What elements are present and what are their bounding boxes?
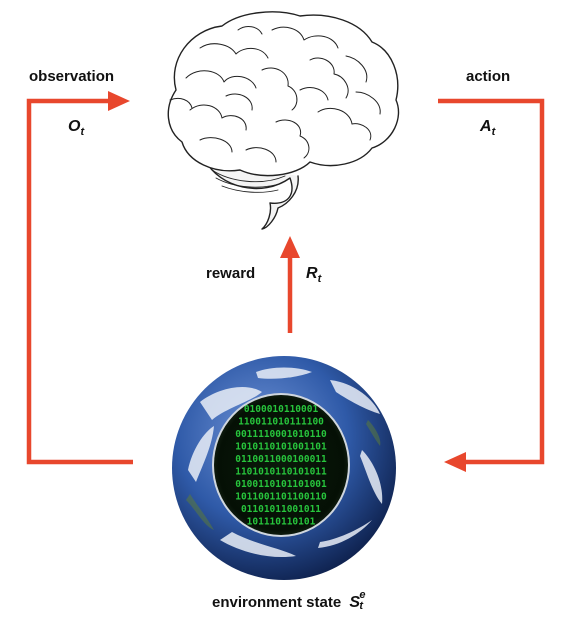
action-arrow — [438, 98, 545, 465]
reward-label: reward — [206, 265, 256, 282]
binary-code-line: 01101011001011 — [241, 504, 321, 515]
binary-code-line: 1010110101001101 — [235, 442, 327, 453]
environment-state-label: environment state S e t — [212, 590, 366, 612]
environment-state-symbol: S e t — [349, 590, 365, 612]
reward-symbol-base: R — [306, 265, 318, 282]
action-symbol-sub: t — [491, 126, 496, 138]
binary-code-line: 0100010110001 — [244, 404, 319, 415]
binary-code-line: 101110110101 — [247, 517, 316, 528]
binary-code-line: 0110011000100011 — [235, 454, 327, 465]
reward-symbol-sub: t — [317, 273, 322, 285]
binary-code-line: 0011110001010110 — [235, 429, 327, 440]
brain-icon — [167, 11, 400, 230]
reward-arrowhead — [280, 236, 300, 258]
feedback-arrows — [26, 98, 545, 465]
observation-symbol-sub: t — [80, 126, 85, 138]
environment-state-symbol-indices: e t — [359, 590, 365, 612]
action-arrowhead — [444, 452, 466, 472]
action-symbol-base: A — [480, 118, 492, 135]
action-label: action — [466, 68, 511, 85]
action-symbol: At — [480, 118, 495, 138]
observation-arrowhead — [108, 91, 130, 111]
binary-code-line: 1101010110101011 — [235, 467, 327, 478]
binary-code-line: 0100110101101001 — [235, 479, 327, 490]
observation-symbol-base: O — [68, 118, 81, 135]
environment-state-symbol-sup: e — [359, 589, 366, 601]
observation-arrow — [26, 98, 133, 465]
environment-state-symbol-base: S — [349, 594, 361, 611]
observation-label: observation — [29, 68, 115, 85]
arrowheads — [108, 91, 466, 472]
environment-state-text: environment state — [212, 594, 342, 611]
environment-state-symbol-sub: t — [359, 600, 364, 612]
observation-symbol: Ot — [68, 118, 84, 138]
earth-icon: 0100010110001 110011010111100001111000101… — [172, 356, 396, 580]
binary-code: 0100010110001 110011010111100001111000101… — [235, 404, 327, 528]
binary-code-line: 1011001101100110 — [235, 492, 327, 503]
binary-code-line: 110011010111100 — [238, 417, 324, 428]
reward-symbol: Rt — [306, 265, 321, 285]
